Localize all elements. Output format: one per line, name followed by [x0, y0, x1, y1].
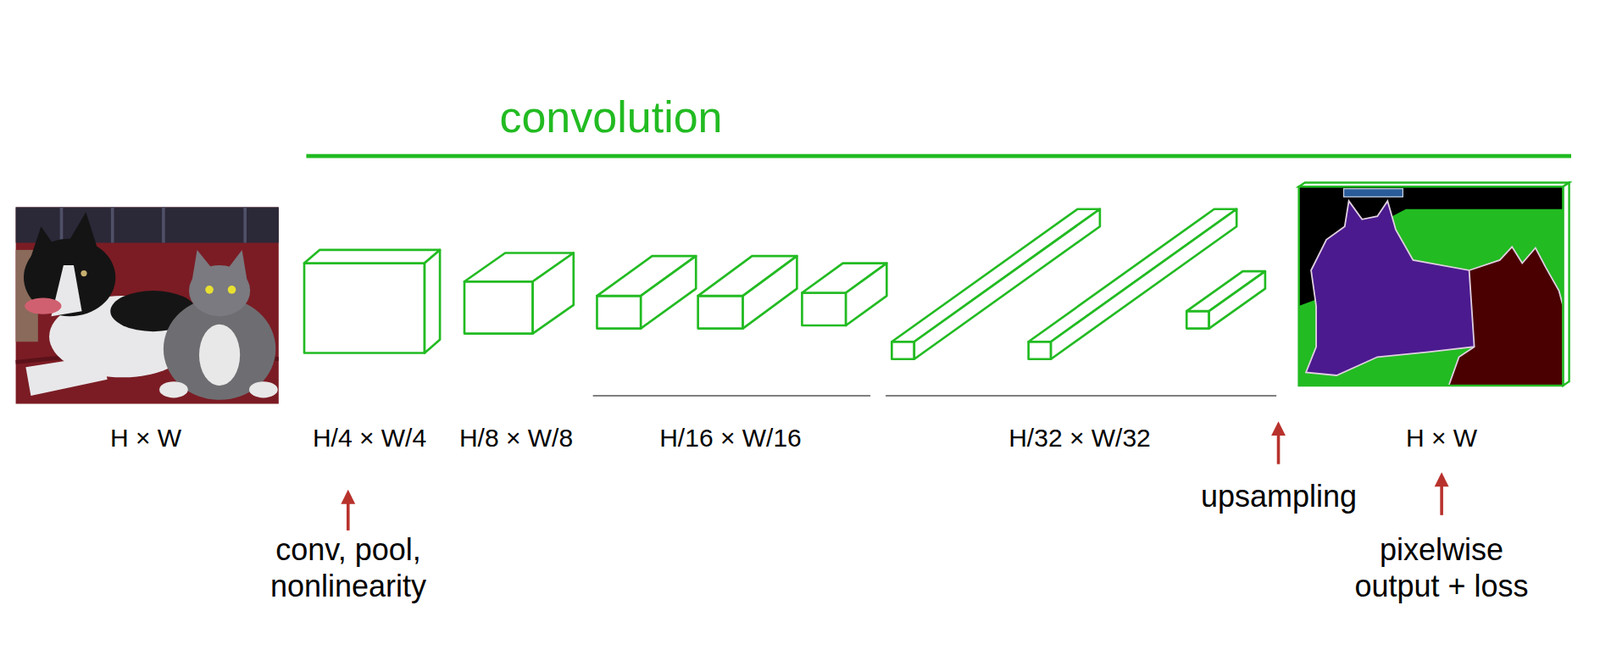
input-photo — [15, 206, 279, 404]
callout-label: conv, pool, nonlinearity — [246, 531, 450, 605]
callout-label: upsampling — [1200, 477, 1357, 515]
group-line — [885, 394, 1277, 396]
dimension-label: H/4 × W/4 — [312, 423, 427, 453]
dimension-label: H/32 × W/32 — [1008, 423, 1151, 453]
dimension-label: H/8 × W/8 — [459, 423, 573, 453]
dimension-label: H/16 × W/16 — [659, 423, 802, 453]
dimension-label: H × W — [1405, 423, 1478, 453]
segmentation-output — [1299, 182, 1570, 386]
convolution-bar — [305, 154, 1572, 159]
section-heading: convolution — [499, 91, 723, 143]
pointer-arrows — [340, 421, 1449, 531]
group-line — [593, 394, 871, 396]
feature-volumes — [304, 209, 1266, 360]
callout-label: pixelwise output + loss — [1339, 531, 1544, 605]
dimension-label: H × W — [110, 423, 182, 453]
